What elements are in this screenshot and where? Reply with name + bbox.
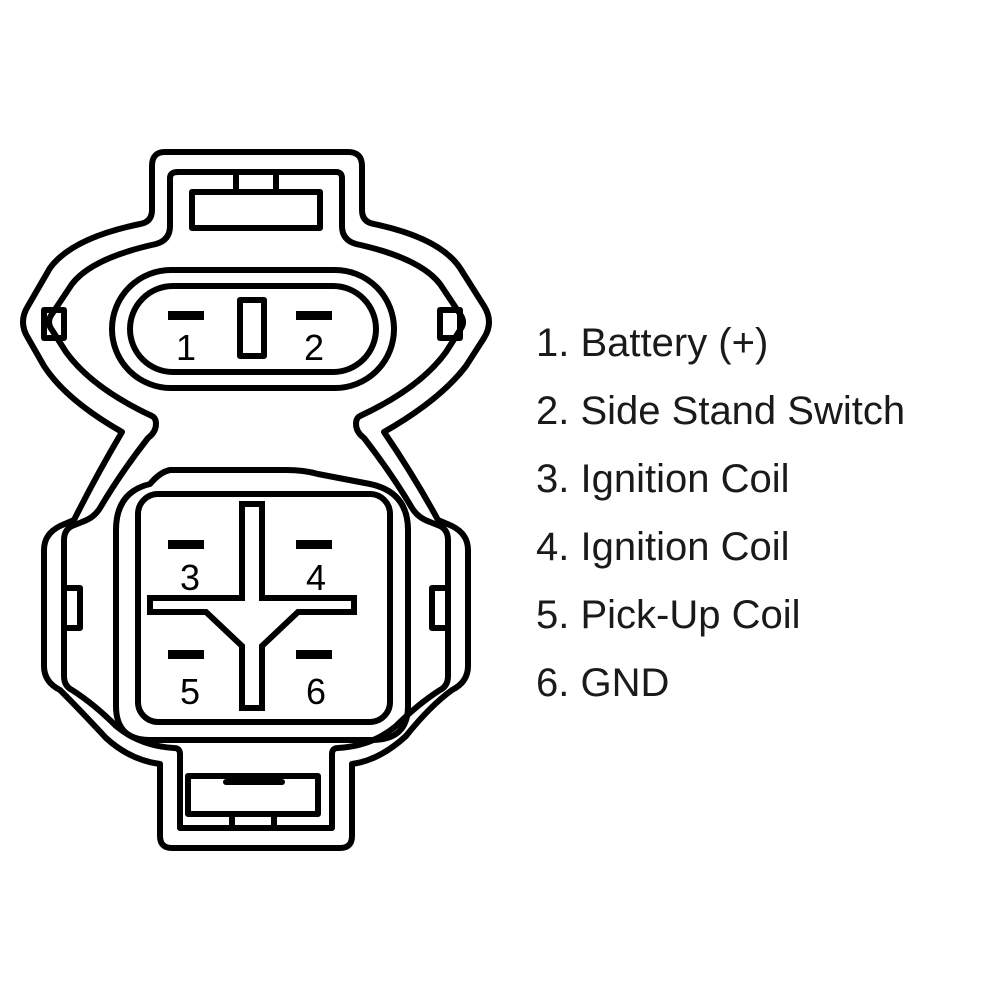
pin-3-number: 3 <box>180 557 200 598</box>
upper-connector-outer <box>109 267 397 391</box>
lower-side-tab-left <box>61 585 83 631</box>
upper-connector-inner <box>127 283 379 375</box>
lower-connector-outer <box>113 467 411 743</box>
pin-1-number: 1 <box>176 327 196 368</box>
upper-latch <box>189 189 323 231</box>
legend-item-3: 3. Ignition Coil <box>536 457 789 501</box>
pin-1-marker <box>168 311 204 320</box>
legend-item-1: 1. Battery (+) <box>536 321 768 365</box>
lower-side-tab-right <box>429 585 451 631</box>
pin-markers <box>168 311 332 659</box>
pin-6-number: 6 <box>306 671 326 712</box>
legend-item-4: 4. Ignition Coil <box>536 525 789 569</box>
pin-3-marker <box>168 540 204 549</box>
upper-center-key <box>237 297 267 359</box>
pin-4-marker <box>296 540 332 549</box>
pin-2-marker <box>296 311 332 320</box>
pin-numbers: 1 2 3 4 5 6 <box>176 327 326 712</box>
legend-item-5: 5. Pick-Up Coil <box>536 593 801 637</box>
housing-inner-outline <box>46 169 466 831</box>
pin-4-number: 4 <box>306 557 326 598</box>
pin-6-marker <box>296 650 332 659</box>
pin-2-number: 2 <box>304 327 324 368</box>
lower-latch <box>185 773 321 817</box>
connector-housing <box>20 149 492 851</box>
pin-5-marker <box>168 650 204 659</box>
pin-5-number: 5 <box>180 671 200 712</box>
upper-side-tab-right <box>437 307 463 341</box>
pin-legend: 1. Battery (+) 2. Side Stand Switch 3. I… <box>536 321 905 705</box>
lower-cross-key <box>147 501 357 711</box>
upper-side-tab-left <box>41 307 67 341</box>
lower-connector-inner <box>135 491 393 725</box>
housing-outer-outline <box>20 149 492 851</box>
legend-item-2: 2. Side Stand Switch <box>536 389 905 433</box>
legend-item-6: 6. GND <box>536 661 669 705</box>
